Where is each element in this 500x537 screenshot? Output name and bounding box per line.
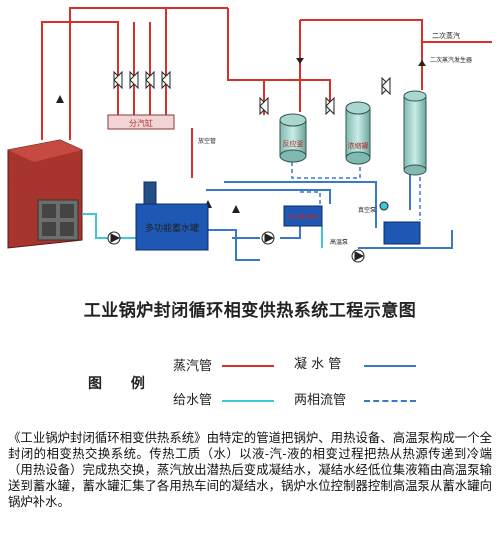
- vacuum-pump-label: 真空泵: [358, 206, 376, 214]
- reactor-label: 反应釜: [283, 139, 304, 148]
- flow-arrows: [56, 58, 426, 213]
- steam-pipes: [41, 7, 492, 178]
- secondary-steam-label: 二次蒸汽: [432, 31, 460, 40]
- condensate-tank-right: [383, 221, 421, 245]
- legend-steam-label: 蒸汽管: [173, 359, 213, 374]
- vacuum-pump-icon: [379, 201, 389, 211]
- concentrator: 浓缩罐: [345, 101, 371, 165]
- steam-distributor-label: 分汽缸: [129, 118, 153, 128]
- storage-tank-label: 多功能蓄水罐: [145, 222, 199, 234]
- steam-distributor: [107, 114, 175, 130]
- vent-pipe-label: 放空管: [198, 137, 216, 145]
- legend-two-phase-line: [364, 400, 416, 404]
- legend-feed-line: [222, 400, 274, 402]
- legend: 图 例 蒸汽管 凝 水 管 给水管 两相流管: [0, 345, 500, 415]
- valves: [113, 70, 391, 116]
- collector-box: [283, 205, 323, 227]
- storage-tank: [135, 203, 209, 251]
- two-phase-pipes: [291, 162, 421, 220]
- description-text: 《工业锅炉封闭循环相变供热系统》由特定的管道把锅炉、用热设备、高温泵构成一个全封…: [8, 430, 492, 509]
- legend-condensate-line: [364, 365, 416, 367]
- secondary-steam-generator-label: 二次蒸汽发生器: [430, 56, 472, 64]
- legend-heading: 图 例: [88, 376, 157, 392]
- legend-steam-line: [222, 365, 274, 367]
- boiler-label: 系统专用锅炉: [12, 178, 60, 188]
- legend-feed-label: 给水管: [173, 393, 213, 408]
- secondary-steam-generator: [403, 90, 427, 176]
- reactor: 反应釜: [279, 113, 307, 163]
- condensate-pipes: [204, 170, 453, 261]
- boiler: 系统专用锅炉: [7, 139, 83, 249]
- pumps: [107, 231, 365, 263]
- high-temp-pump-label: 高温泵: [330, 238, 348, 246]
- legend-condensate-label: 凝 水 管: [294, 357, 342, 372]
- concentrator-label: 浓缩罐: [348, 141, 369, 150]
- diagram-title: 工业锅炉封闭循环相变供热系统工程示意图: [83, 301, 417, 321]
- system-diagram: 分汽缸 系统专用锅炉 多功能蓄水罐 放空管: [7, 7, 492, 263]
- collector-label: 低位集液箱: [288, 213, 318, 221]
- tank-controller: [143, 181, 157, 205]
- legend-two-phase-label: 两相流管: [294, 393, 347, 408]
